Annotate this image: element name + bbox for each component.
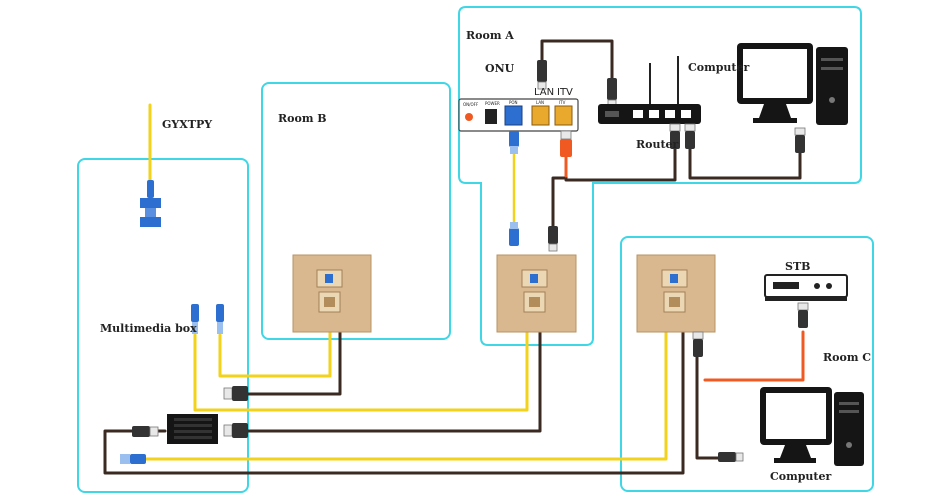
fiber-box-to-room-b — [218, 318, 332, 378]
computer-room-c-icon — [760, 387, 864, 466]
onu-pon-plug-icon — [509, 131, 519, 154]
onu-on-off-label: ON/OFF — [463, 102, 479, 107]
onu-power-switch-icon — [465, 113, 473, 121]
multimedia-fiber-plugs-icon — [191, 304, 224, 334]
computer-a-plug-icon — [794, 127, 806, 153]
onu-power-label: POWER — [485, 101, 500, 106]
room-c-label: Room C — [823, 351, 871, 364]
room-b-wall-socket — [292, 254, 372, 333]
room-c-wall-plug-icon — [692, 331, 704, 357]
room-b-label: Room B — [278, 112, 327, 125]
room-a-label: Room A — [466, 29, 514, 42]
room-c-box — [620, 236, 874, 492]
computer-room-a-icon — [737, 43, 848, 125]
router-device — [598, 56, 701, 124]
room-a-fiber-plug-icon — [509, 222, 519, 246]
ethernet-switch-icon — [167, 414, 218, 444]
ethernet-router-to-computer — [688, 126, 802, 180]
fiber-box-to-room-a — [193, 318, 529, 412]
onu-lan-port-icon — [531, 105, 550, 126]
gyxtpy-label: GYXTPY — [162, 118, 212, 131]
router-label: Router — [636, 138, 679, 151]
room-a-ethernet-plug-icon — [548, 226, 558, 252]
ethernet-room-c-to-computer — [695, 343, 720, 460]
onu-port-itv-label: ITV — [559, 100, 566, 105]
multimedia-box-label: Multimedia box — [100, 322, 197, 335]
onu-pon-port-icon — [504, 105, 523, 126]
ethernet-box-to-room-b — [243, 318, 342, 396]
stb-label: STB — [785, 260, 810, 273]
stb-plug-icon — [797, 302, 809, 328]
onu-label: ONU — [485, 62, 515, 75]
onu-pon-label: PON — [509, 100, 518, 105]
fiber-to-room-c — [138, 318, 668, 461]
room-a-wall-socket — [496, 254, 577, 333]
onu-itv-plug-icon — [560, 130, 572, 157]
router-port-plug-icon — [669, 123, 696, 149]
multimedia-ethernet-plugs-icon — [132, 386, 248, 438]
gyxtpy-fiber-connector-icon — [140, 180, 161, 227]
onu-itv-label: ITV — [557, 87, 573, 98]
computer-c-label: Computer — [770, 470, 831, 483]
computer-c-plug-icon — [718, 452, 744, 462]
room-b-box — [261, 82, 451, 340]
onu-lan-plug-icon — [537, 60, 547, 90]
onu-device: ON/OFF POWER PON LAN ITV — [458, 98, 579, 132]
router-lan-plug-icon — [607, 78, 617, 108]
stb-device — [764, 274, 848, 301]
onu-port-lan-label: LAN — [536, 100, 544, 105]
onu-itv-port-icon — [554, 105, 573, 126]
coax-wall-to-stb — [703, 330, 805, 382]
ethernet-room-c-wall — [103, 318, 685, 475]
room-a-box — [458, 6, 862, 346]
multimedia-box-area — [77, 158, 249, 493]
room-c-wall-socket — [636, 254, 716, 333]
ethernet-router-down — [564, 126, 677, 182]
computer-a-label: Computer — [688, 61, 749, 74]
ethernet-box-to-room-a — [243, 318, 542, 433]
onu-lan-label: LAN — [534, 87, 554, 98]
cables — [103, 39, 805, 475]
onu-power-port-icon — [485, 109, 497, 124]
multimedia-fiber-out-icon — [120, 454, 146, 464]
